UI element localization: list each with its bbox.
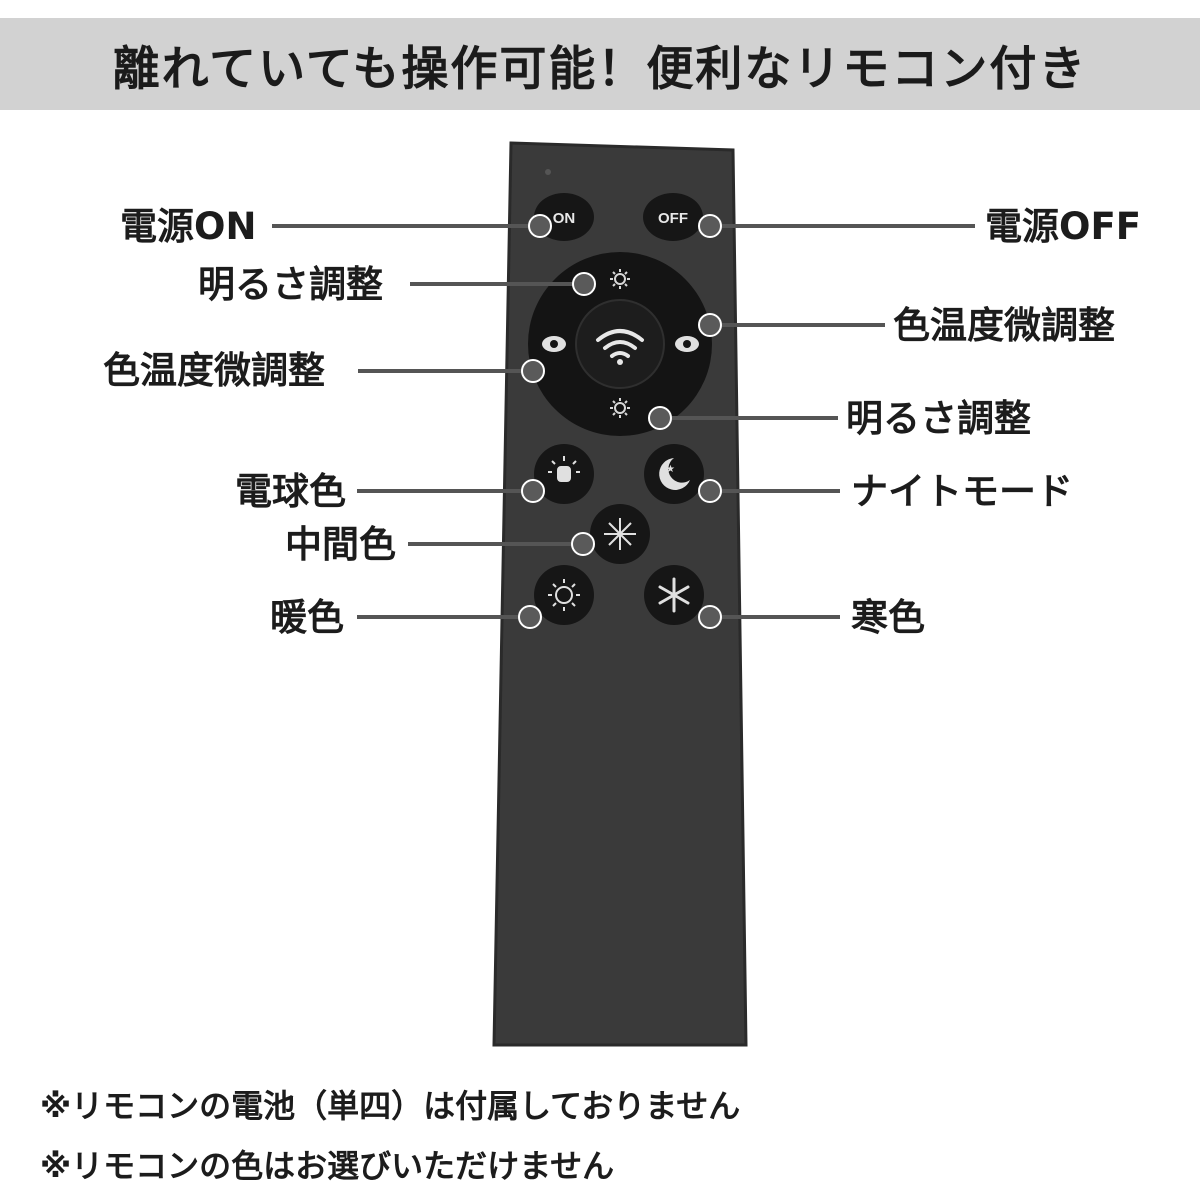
leader-dots <box>518 214 722 629</box>
indicator-led <box>545 169 551 175</box>
moon-icon <box>659 458 690 490</box>
color-temp-left-icon <box>542 336 566 352</box>
label-color-temp-right: 色温度微調整 <box>893 304 1115 347</box>
label-night-mode: ナイトモード <box>851 470 1073 513</box>
label-power-on: 電源ON <box>120 205 257 248</box>
star-icon: ★ <box>666 464 675 475</box>
sun-icon <box>548 579 580 611</box>
label-bulb-color: 電球色 <box>235 470 346 513</box>
night-mode-button: ★ <box>644 444 704 504</box>
svg-text:ON: ON <box>553 210 576 227</box>
svg-text:OFF: OFF <box>658 210 688 227</box>
label-warm-color: 暖色 <box>270 596 344 639</box>
label-power-off: 電源OFF <box>985 205 1142 248</box>
brightness-down-icon <box>610 398 630 418</box>
cool-color-button <box>644 565 704 625</box>
neutral-color-icon <box>604 518 636 550</box>
label-brightness-top: 明るさ調整 <box>198 263 383 306</box>
label-brightness-bottom: 明るさ調整 <box>846 397 1031 440</box>
title-banner: 離れていても操作可能！便利なリモコン付き <box>0 18 1200 110</box>
banner-title: 離れていても操作可能！便利なリモコン付き <box>112 41 1088 97</box>
leader-lines <box>272 224 975 619</box>
brightness-up-icon <box>610 269 630 289</box>
warm-color-button <box>534 565 594 625</box>
bulb-color-button <box>534 444 594 504</box>
power-off-button: OFF <box>643 193 703 241</box>
snowflake-icon <box>658 577 690 613</box>
label-color-temp-left: 色温度微調整 <box>103 349 325 392</box>
light-bulb-icon <box>548 456 580 482</box>
color-temp-right-icon <box>675 336 699 352</box>
label-neutral-color: 中間色 <box>285 523 396 566</box>
note-color: ※リモコンの色はお選びいただけません <box>40 1147 615 1185</box>
neutral-color-button <box>590 504 650 564</box>
dpad-ring <box>528 252 712 436</box>
wifi-icon <box>596 329 644 365</box>
note-battery: ※リモコンの電池（単四）は付属しておりません <box>40 1087 741 1125</box>
label-cool-color: 寒色 <box>851 596 925 639</box>
